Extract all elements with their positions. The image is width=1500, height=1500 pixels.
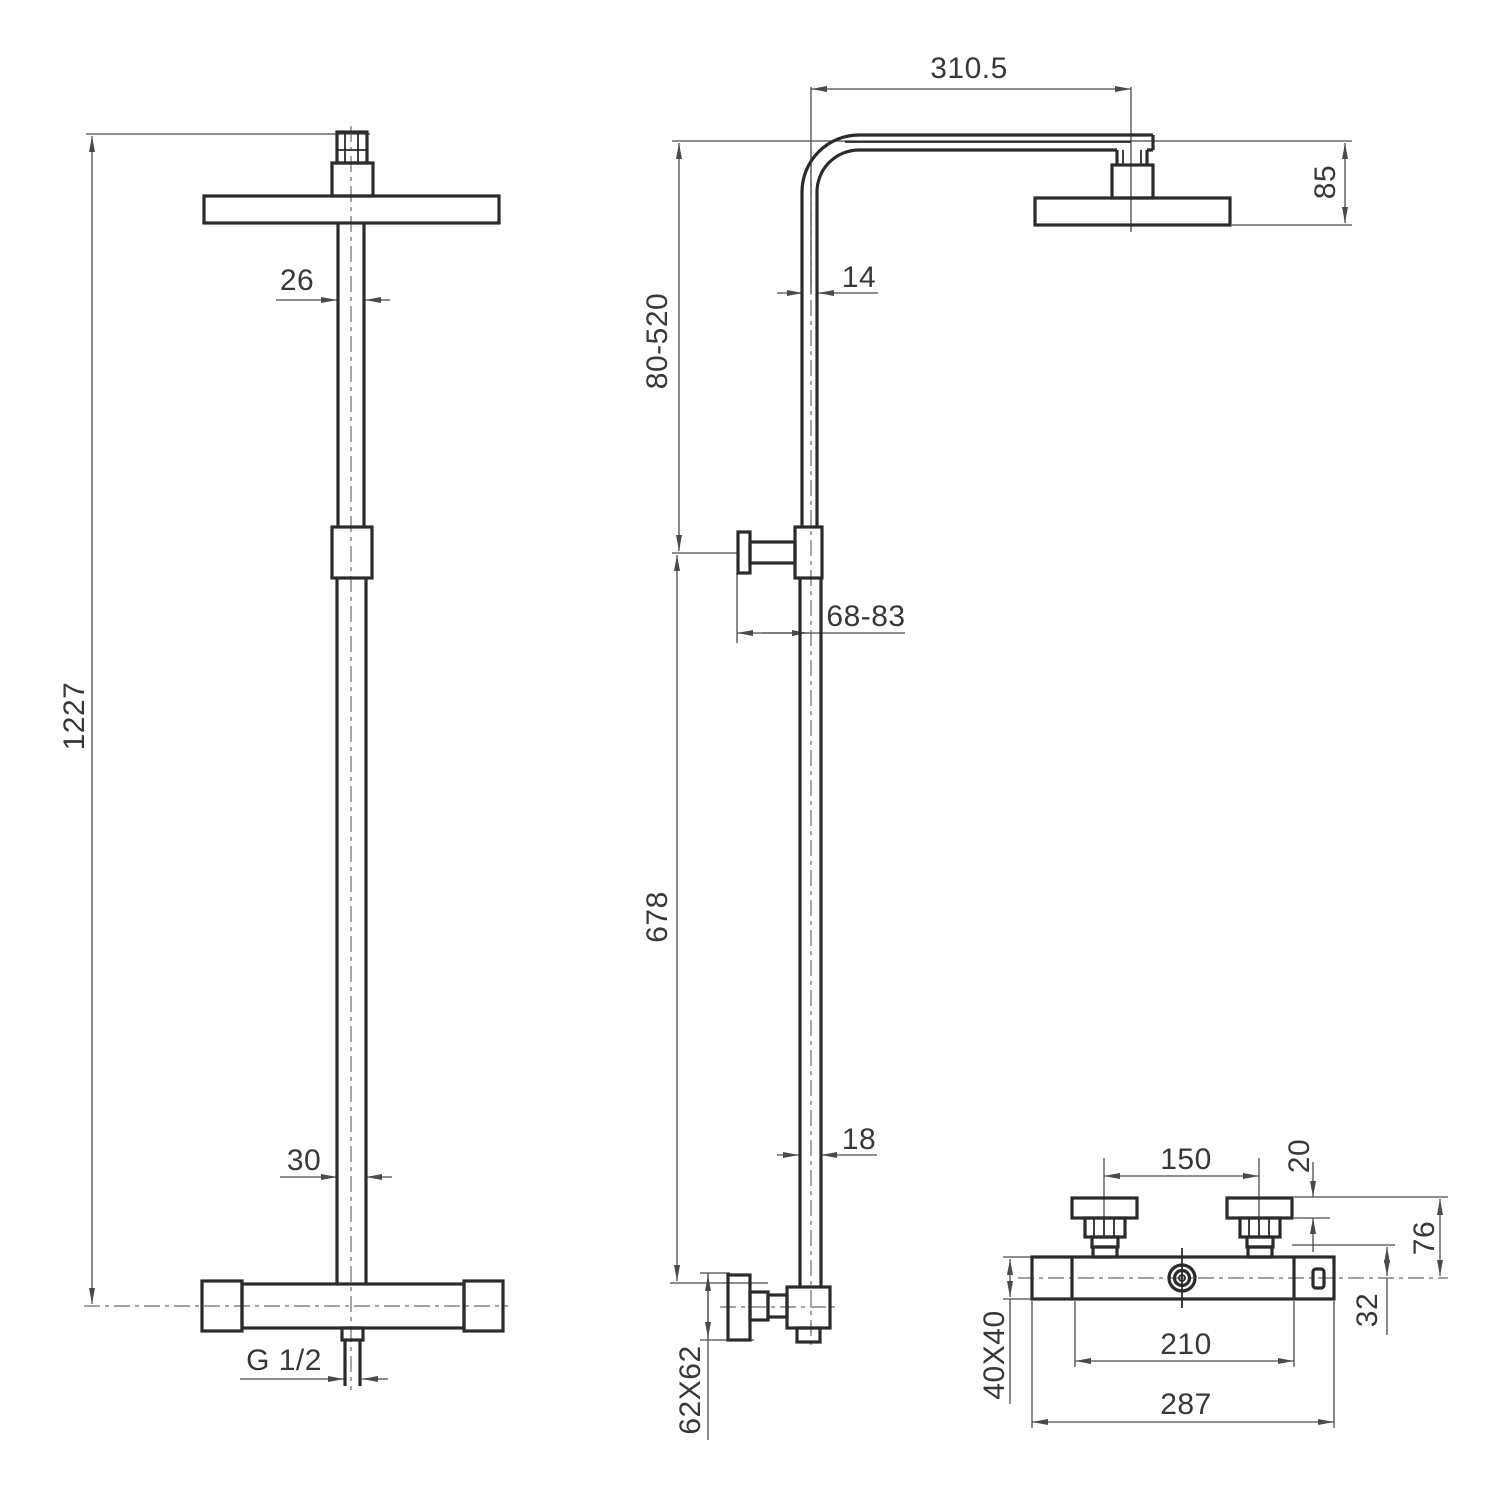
- front-shower-column: [200, 130, 505, 1386]
- front-centerlines: [84, 126, 508, 1390]
- dim-center-offset-label: 32: [1351, 1292, 1384, 1328]
- dim-port-spacing-label: 210: [1160, 1328, 1212, 1361]
- dim-arm-reach-label: 310.5: [930, 52, 1008, 85]
- dim-cap-height-label: 20: [1283, 1138, 1316, 1174]
- side-dimension-lines: [670, 86, 1352, 1440]
- dim-side-pipe-width-label: 14: [841, 261, 877, 294]
- dim-overall-height-label: 1227: [58, 681, 91, 751]
- front-dimension-lines: [86, 133, 392, 1382]
- valve-details: [1093, 1218, 1270, 1308]
- dim-inlet-thread-label: G 1/2: [246, 1344, 322, 1377]
- dim-handle-height-label: 76: [1408, 1220, 1441, 1256]
- dim-lower-pipe-width-label: 30: [286, 1144, 322, 1177]
- front-fitting-details: [337, 132, 367, 163]
- side-shower-column: [726, 133, 1232, 1344]
- dim-lower-width-label: 18: [841, 1123, 877, 1156]
- valve-dimension-lines: [1003, 1158, 1448, 1428]
- side-pipe-details: [845, 141, 1142, 165]
- dim-upper-pipe-width-label: 26: [279, 264, 315, 297]
- dim-head-drop-label: 85: [1309, 164, 1342, 200]
- dim-body-section-label: 40X40: [978, 1310, 1011, 1400]
- side-centerlines: [720, 150, 840, 1345]
- valve-body: [1030, 1196, 1336, 1301]
- dim-handle-spacing-label: 150: [1160, 1143, 1212, 1176]
- dim-lower-length-label: 678: [641, 891, 674, 943]
- dim-height-adjust-label: 80-520: [641, 292, 674, 390]
- dim-wall-plate-label: 62X62: [674, 1345, 707, 1435]
- dim-body-length-label: 287: [1160, 1388, 1212, 1421]
- dim-wall-offset-label: 68-83: [826, 600, 906, 633]
